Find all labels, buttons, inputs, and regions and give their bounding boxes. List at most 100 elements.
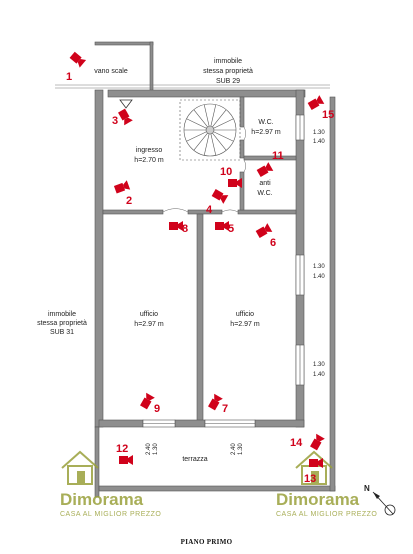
photo-point-number: 4 [206,204,213,216]
watermark-left: Dimorama CASA AL MIGLIOR PREZZO [60,450,161,518]
dim-wc-window-w: 1.30 [313,130,325,136]
label-immobile-west-2: stessa proprietà [37,320,87,327]
photo-point-marker [118,108,133,126]
dim-east-1-w: 1.30 [313,264,325,270]
compass-label: N [364,484,370,493]
camera-icon [140,397,152,410]
watermark-tagline-left: CASA AL MIGLIOR PREZZO [60,511,161,518]
camera-icon [69,51,82,64]
photo-point-number: 9 [154,403,160,415]
label-wc-1: W.C. [258,119,273,126]
floor-title: PIANO PRIMO [180,538,233,546]
house-logo-icon [61,450,99,485]
label-immobile-north-1: immobile [214,58,242,65]
photo-point-number: 8 [182,223,188,235]
photo-point-number: 5 [228,223,234,235]
dim-wc-window-h: 1.40 [313,139,325,145]
label-ufficio-right-1: ufficio [236,311,254,318]
photo-point-marker [307,95,325,110]
north-arrow-icon: N [364,484,396,516]
room-labels: vano scale immobile stessa proprietà SUB… [37,58,281,463]
camera-icon [169,222,178,230]
camera-icon [256,165,269,177]
label-immobile-north-2: stessa proprietà [203,68,253,75]
photo-point-marker [215,221,229,231]
photo-point-marker [119,455,133,465]
windows [142,114,305,428]
camera-lens-icon [316,95,325,104]
camera-icon [215,222,224,230]
camera-icon [119,456,128,464]
camera-lens-icon [265,162,274,171]
photo-point-marker [140,392,155,410]
camera-lens-icon [220,195,229,204]
label-ingresso-2: h=2.70 m [134,157,164,164]
photo-point-marker [256,162,274,177]
camera-lens-icon [224,221,229,231]
label-vano-scale: vano scale [94,68,128,75]
camera-icon [118,108,130,121]
photo-point-marker [228,178,242,188]
label-ufficio-right-2: h=2.97 m [230,321,260,328]
dim-south-right-h: 1.30 [238,443,244,455]
photo-point-number: 14 [290,437,303,449]
camera-icon [228,179,237,187]
photo-point-number: 12 [116,443,128,455]
camera-lens-icon [77,59,87,68]
photo-point-marker [208,393,223,411]
label-immobile-west-1: immobile [48,311,76,318]
dim-east-1-h: 1.40 [313,274,325,280]
label-ingresso-1: ingresso [136,147,163,154]
camera-icon [208,398,220,411]
dim-south-right-w: 2.40 [231,443,237,455]
camera-lens-icon [128,455,133,465]
camera-icon [211,189,224,201]
label-ufficio-left-2: h=2.97 m [134,321,164,328]
camera-icon [307,98,320,110]
dim-south-left-h: 1.30 [153,443,159,455]
photo-point-marker [69,51,87,68]
watermark-right: Dimorama CASA AL MIGLIOR PREZZO [276,450,377,518]
stair-arrow [119,99,133,109]
spiral-stair [179,99,241,161]
photo-point-marker [255,223,273,238]
camera-lens-icon [237,178,242,188]
photo-point-number: 3 [112,115,118,127]
photo-point-number: 6 [270,237,276,249]
camera-icon [310,438,322,451]
dim-east-2-h: 1.40 [313,372,325,378]
photo-point-number: 13 [304,473,316,485]
label-terrazza: terrazza [182,456,207,463]
camera-lens-icon [316,433,325,442]
label-immobile-west-3: SUB 31 [50,329,74,336]
camera-icon [309,459,318,467]
camera-lens-icon [146,392,155,401]
camera-icon [113,182,126,194]
photo-point-number: 15 [322,109,334,121]
boundary-hatch [55,84,330,89]
label-anti-wc-1: anti [259,180,271,187]
photo-point-number: 7 [222,403,228,415]
photo-point-marker [211,189,229,204]
camera-lens-icon [124,117,133,126]
photo-point-marker [113,180,131,194]
label-immobile-north-3: SUB 29 [216,78,240,85]
photo-point-number: 11 [272,150,284,162]
watermark-name-left: Dimorama [60,490,144,509]
camera-lens-icon [318,458,323,468]
camera-lens-icon [264,223,273,232]
photo-point-number: 10 [220,166,232,178]
doors [162,126,246,213]
photo-point-number: 2 [126,195,132,207]
photo-point-marker [310,433,325,451]
camera-lens-icon [178,221,183,231]
photo-point-marker [169,221,183,231]
photo-point-marker [309,458,323,468]
dim-south-left-w: 2.40 [146,443,152,455]
watermark-tagline-right: CASA AL MIGLIOR PREZZO [276,511,377,518]
watermark-name-right: Dimorama [276,490,360,509]
photo-point-number: 1 [66,71,72,83]
window-dimensions: 1.30 1.40 1.30 1.40 1.30 1.40 2.40 1.30 … [146,130,325,455]
